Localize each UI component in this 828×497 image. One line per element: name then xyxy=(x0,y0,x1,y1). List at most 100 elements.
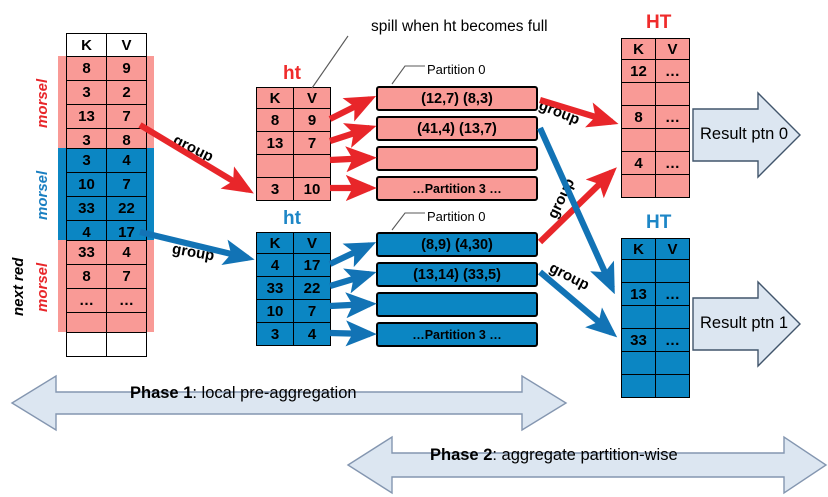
source-morsel-1: 8 9 3 2 13 7 3 8 xyxy=(66,56,147,153)
cell-k xyxy=(621,374,656,398)
phase-2-sep-2: : xyxy=(492,446,502,464)
table-row xyxy=(621,259,690,283)
phase-2-desc-2: aggregate partition-wise xyxy=(501,446,678,464)
cell-v: 17 xyxy=(293,253,331,277)
cell-v xyxy=(655,259,690,283)
arrows-red-ht-to-partitions xyxy=(328,95,377,202)
ht-header-v: V xyxy=(293,232,331,255)
cell-k: … xyxy=(66,288,107,313)
morsel-label-2: morsel xyxy=(34,170,51,220)
cell-v: 2 xyxy=(106,80,147,105)
arrows-blue-ht-to-partitions xyxy=(328,242,377,347)
local-ht-blue-header: K V xyxy=(256,232,331,255)
table-row xyxy=(256,154,331,178)
cell-k xyxy=(621,351,656,375)
global-ht-blue-header: K V xyxy=(621,238,690,261)
source-header-v: V xyxy=(106,33,147,57)
cell-k xyxy=(621,82,656,106)
phase-2-text-overlay: Phase 2: aggregate partition-wise xyxy=(430,446,678,465)
cell-v xyxy=(293,154,331,178)
global-ht-blue: 13 … 33 … xyxy=(621,259,690,398)
table-row: 33 4 xyxy=(66,240,147,265)
cell-v xyxy=(655,351,690,375)
cell-k: 8 xyxy=(621,105,656,129)
cell-v: 4 xyxy=(106,148,147,173)
ht-header-k: K xyxy=(256,87,294,110)
cell-v: 7 xyxy=(106,104,147,129)
cell-v: 22 xyxy=(293,276,331,300)
cell-k: 12 xyxy=(621,59,656,83)
partition-bar-blue-3: …Partition 3 … xyxy=(376,322,538,347)
cell-v: … xyxy=(655,282,690,306)
table-row: 33 22 xyxy=(256,276,331,300)
table-row: 10 7 xyxy=(66,172,147,197)
cell-v: 7 xyxy=(106,172,147,197)
table-row: 3 4 xyxy=(256,322,331,346)
table-row xyxy=(621,174,690,198)
table-row xyxy=(621,374,690,398)
morsel-label-3: morsel xyxy=(34,262,51,312)
global-ht-red: 12 … 8 … 4 … xyxy=(621,59,690,198)
cell-v xyxy=(655,305,690,329)
table-row: 8 9 xyxy=(256,108,331,132)
source-relation-header: K V xyxy=(66,33,147,57)
table-row: 3 2 xyxy=(66,80,147,105)
cell-k xyxy=(621,128,656,152)
table-row: … … xyxy=(66,288,147,313)
partition-bar-red-3: …Partition 3 … xyxy=(376,176,538,201)
cell-k: 33 xyxy=(256,276,294,300)
table-row: 13 … xyxy=(621,282,690,306)
group-label-1: group xyxy=(170,131,217,166)
group-label-4: group xyxy=(544,175,579,222)
table-row: 8 7 xyxy=(66,264,147,289)
result-ptn-0-label-overlay: Result ptn 0 xyxy=(700,125,789,143)
ht-header-k: K xyxy=(621,238,656,261)
cell-k: 4 xyxy=(621,151,656,175)
cell-v: … xyxy=(655,328,690,352)
ht-header-v: V xyxy=(655,238,690,261)
table-row xyxy=(621,82,690,106)
result-ptn-1-label-overlay: Result ptn 1 xyxy=(700,314,789,332)
morsel-label-1: morsel xyxy=(34,78,51,128)
table-row: 13 7 xyxy=(256,131,331,155)
cell-k: 3 xyxy=(256,177,294,201)
local-ht-title-red: ht xyxy=(283,63,301,84)
cell-k: 4 xyxy=(256,253,294,277)
global-ht-title-blue: HT xyxy=(646,212,672,233)
partition-bar-red-2 xyxy=(376,146,538,171)
cell-k: 33 xyxy=(621,328,656,352)
phase-1-text-overlay: Phase 1: local pre-aggregation xyxy=(130,384,357,403)
cell-k: 8 xyxy=(256,108,294,132)
partition-bar-blue-2 xyxy=(376,292,538,317)
cell-v: … xyxy=(655,59,690,83)
cell-v xyxy=(655,128,690,152)
spill-note: spill when ht becomes full xyxy=(371,18,548,35)
cell-v: … xyxy=(655,105,690,129)
table-row: 3 4 xyxy=(66,148,147,173)
cell-v: 7 xyxy=(293,299,331,323)
cell-k: 10 xyxy=(256,299,294,323)
local-ht-blue: 4 17 33 22 10 7 3 4 xyxy=(256,253,331,346)
partition-callout-blue: Partition 0 xyxy=(427,209,486,224)
cell-k: 3 xyxy=(66,80,107,105)
cell-v: … xyxy=(106,288,147,313)
phase-1-desc-2: local pre-aggregation xyxy=(201,384,357,402)
local-ht-red: 8 9 13 7 3 10 xyxy=(256,108,331,201)
cell-k xyxy=(621,174,656,198)
cell-v: 4 xyxy=(293,322,331,346)
cell-k xyxy=(621,259,656,283)
table-row xyxy=(66,332,147,357)
partition-bar-red-1: (41,4) (13,7) xyxy=(376,116,538,141)
cell-k xyxy=(256,154,294,178)
ht-header-k: K xyxy=(256,232,294,255)
cell-v: 10 xyxy=(293,177,331,201)
ht-header-v: V xyxy=(293,87,331,110)
cell-k: 8 xyxy=(66,56,107,81)
group-label-2: group xyxy=(170,240,216,265)
table-row: 4 … xyxy=(621,151,690,175)
ht-header-k: K xyxy=(621,38,656,61)
group-label-5: group xyxy=(546,259,593,294)
cell-k: 33 xyxy=(66,196,107,221)
cell-empty xyxy=(106,332,147,357)
local-ht-title-blue: ht xyxy=(283,208,301,229)
